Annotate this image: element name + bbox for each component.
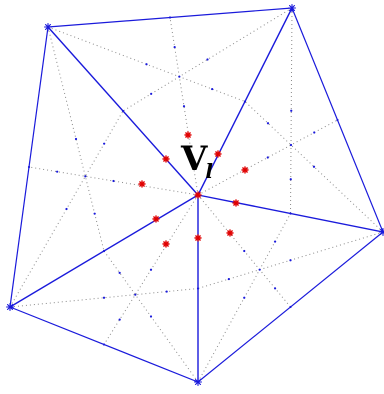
midpoint-dot — [273, 240, 277, 243]
midpoint-dot — [118, 318, 121, 321]
midpoint-dot — [112, 179, 115, 183]
midpoint-dot — [168, 16, 172, 19]
midpoint-dot — [118, 271, 121, 274]
outer-vertex-marker-stroke — [288, 4, 296, 12]
midpoint-dot — [74, 137, 78, 141]
midpoint-dot — [289, 212, 292, 215]
midpoint-dot — [145, 63, 148, 66]
red-point-marker-stroke — [139, 181, 145, 187]
midpoint-dot — [196, 287, 200, 290]
red-point-marker-stroke — [163, 241, 169, 247]
red-point-marker — [241, 166, 249, 174]
outer-vertex-marker — [193, 377, 203, 387]
midpoint-dot — [289, 305, 292, 309]
midpoint-dot — [290, 109, 293, 112]
midpoint-dot — [206, 58, 209, 61]
midpoint-dot — [178, 75, 181, 78]
red-point-marker-stroke — [195, 235, 201, 241]
red-point-marker-stroke — [185, 132, 191, 138]
outer-vertex-marker-stroke — [44, 23, 52, 31]
red-point-marker — [184, 131, 192, 139]
midpoint-dot — [289, 178, 292, 181]
midpoint-dot — [103, 142, 106, 145]
midpoint-dot — [243, 100, 247, 103]
red-point-marker — [232, 199, 240, 207]
midpoint-dot — [27, 165, 31, 169]
midpoint-dot — [56, 170, 59, 173]
red-point-marker — [194, 191, 202, 199]
red-point-marker-stroke — [153, 216, 159, 222]
red-point-marker-stroke — [163, 156, 169, 162]
vertex-label: Vl — [180, 139, 213, 183]
red-quadrature-points — [138, 131, 249, 248]
midpoint-dot — [312, 165, 316, 168]
midpoint-markers — [27, 16, 339, 346]
midpoint-dot — [266, 156, 269, 159]
midpoint-dot — [289, 259, 292, 262]
outer-vertex-marker — [378, 227, 384, 237]
outer-vertex-marker-stroke — [194, 378, 202, 386]
vertex-markers — [5, 3, 384, 387]
midpoint-dot — [258, 268, 261, 271]
midpoint-dot — [149, 315, 153, 318]
red-point-marker-stroke — [227, 230, 233, 236]
midpoint-dot — [211, 87, 214, 91]
midpoint-dot — [84, 175, 87, 178]
midpoint-dot — [173, 45, 176, 49]
midpoint-dot — [266, 122, 270, 125]
red-point-marker — [194, 234, 202, 242]
red-point-marker — [162, 155, 170, 163]
midpoint-dot — [102, 296, 106, 299]
midpoint-dot — [150, 92, 153, 95]
outer-vertex-marker-stroke — [379, 230, 384, 236]
midpoint-dot — [182, 105, 186, 108]
midpoint-dot — [165, 290, 168, 293]
red-point-marker-stroke — [242, 167, 248, 173]
midpoint-dot — [313, 131, 316, 134]
median-line — [28, 166, 199, 196]
outer-vertex-marker — [43, 22, 53, 32]
midpoint-dot — [134, 293, 137, 296]
red-point-marker — [138, 180, 146, 188]
red-point-marker — [152, 215, 160, 223]
midpoint-dot — [243, 296, 246, 299]
outer-vertex-marker — [287, 3, 297, 13]
midpoint-dot — [121, 109, 125, 113]
red-point-marker-stroke — [215, 151, 221, 157]
midpoint-dot — [289, 143, 293, 147]
midpoint-dot — [102, 249, 106, 253]
midpoint-dot — [336, 118, 339, 122]
midpoint-dot — [273, 287, 277, 290]
midpoint-dot — [149, 268, 153, 271]
outer-vertex-marker — [5, 302, 15, 312]
outer-vertex-marker-stroke — [6, 303, 14, 311]
midpoint-dot — [243, 249, 246, 253]
midpoint-dot — [227, 277, 230, 281]
red-point-marker-stroke — [195, 192, 201, 198]
midpoint-dot — [102, 343, 106, 346]
midpoint-dot — [93, 212, 96, 215]
red-point-marker — [162, 240, 170, 248]
midpoint-dot — [65, 207, 68, 211]
red-point-marker — [226, 229, 234, 237]
red-point-marker-stroke — [233, 200, 239, 206]
red-point-marker — [214, 150, 222, 158]
